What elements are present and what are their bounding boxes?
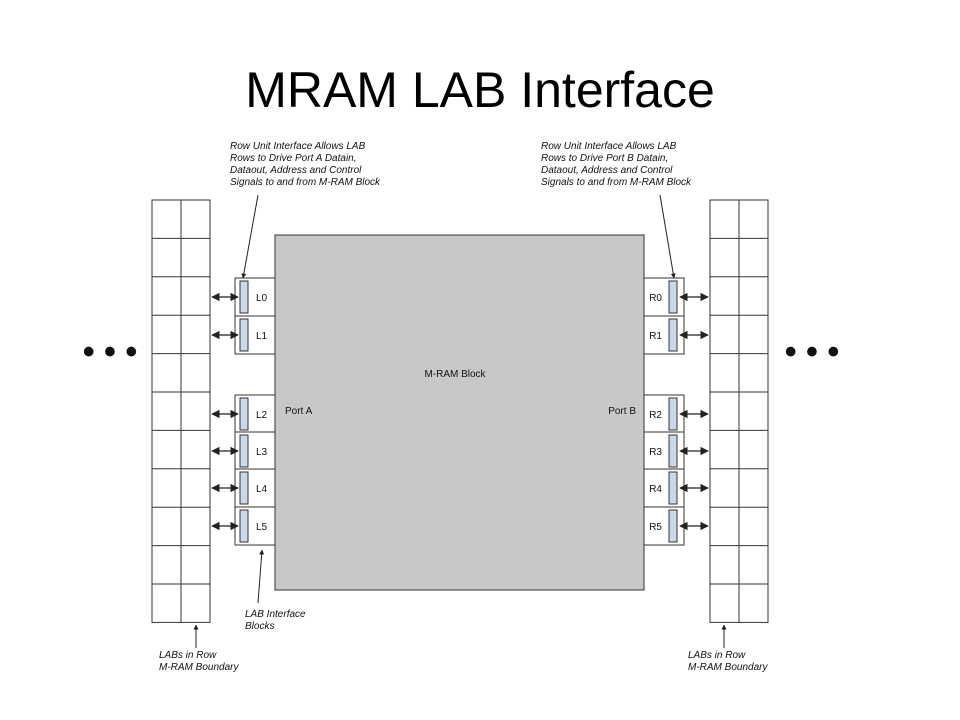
interface-connector — [239, 397, 249, 431]
interface-label-l5: L5 — [256, 522, 268, 533]
interface-label-l1: L1 — [256, 331, 268, 342]
interface-label-r5: R5 — [649, 522, 662, 533]
top-right-note-line: Row Unit Interface Allows LAB — [541, 141, 677, 152]
right-ellipsis: • • • — [785, 333, 840, 371]
top-right-pointer — [659, 194, 676, 279]
m-ram-block-label: M-RAM Block — [424, 369, 486, 380]
bottom-right-note: LABs in Row M-RAM Boundary — [688, 624, 768, 673]
top-left-note-line: Row Unit Interface Allows LAB — [230, 141, 366, 152]
bottom-right-note-line: M-RAM Boundary — [688, 662, 768, 673]
top-left-note-line: Rows to Drive Port A Datain, — [230, 153, 357, 164]
top-right-note-line: Rows to Drive Port B Datain, — [541, 153, 668, 164]
interface-label-r1: R1 — [649, 331, 662, 342]
top-right-note: Row Unit Interface Allows LAB Rows to Dr… — [541, 141, 692, 279]
bottom-right-note-line: LABs in Row — [688, 650, 746, 661]
interface-label-r0: R0 — [649, 293, 662, 304]
interface-connector — [668, 280, 678, 314]
interface-connector — [668, 471, 678, 505]
right-lab-column — [709, 199, 769, 623]
svg-text:LABs in Row M-RAM Bounda: LABs in Row M-RAM Boundary — [688, 650, 768, 673]
bottom-left-note-line: LABs in Row — [159, 650, 217, 661]
interface-blocks-note-line: Blocks — [245, 621, 274, 632]
top-left-note-line: Signals to and from M-RAM Block — [230, 177, 381, 188]
port-a-label: Port A — [285, 406, 313, 417]
svg-text:Row Unit Interface Allows LAB: Row Unit Interface Allows LAB Rows to Dr… — [541, 141, 692, 188]
interface-connector — [668, 434, 678, 468]
left-lab-column — [151, 199, 211, 623]
interface-connector — [239, 280, 249, 314]
interface-connector — [668, 397, 678, 431]
interface-label-l0: L0 — [256, 293, 268, 304]
port-b-label: Port B — [608, 406, 636, 417]
bottom-left-note: LABs in Row M-RAM Boundary — [159, 624, 239, 673]
interface-blocks-note-line: LAB Interface — [245, 609, 306, 620]
interface-connector — [668, 318, 678, 352]
bottom-left-note-line: M-RAM Boundary — [159, 662, 239, 673]
top-left-note-line: Dataout, Address and Control — [230, 165, 362, 176]
interface-label-l3: L3 — [256, 447, 268, 458]
top-left-pointer — [241, 194, 259, 279]
svg-text:Row Unit Interface Allows LAB: Row Unit Interface Allows LAB Rows to Dr… — [230, 141, 381, 188]
interface-connector — [668, 509, 678, 543]
interface-connector — [239, 471, 249, 505]
m-ram-block — [274, 234, 645, 591]
interface-label-l2: L2 — [256, 410, 268, 421]
lab-interface-blocks-note: LAB Interface Blocks — [245, 549, 308, 632]
interface-connector — [239, 434, 249, 468]
interface-blocks-pointer — [257, 549, 265, 604]
interface-label-r4: R4 — [649, 484, 662, 495]
interface-label-l4: L4 — [256, 484, 268, 495]
interface-label-r3: R3 — [649, 447, 662, 458]
interface-connector — [239, 509, 249, 543]
interface-connector — [239, 318, 249, 352]
top-right-note-line: Dataout, Address and Control — [541, 165, 673, 176]
top-right-note-line: Signals to and from M-RAM Block — [541, 177, 692, 188]
svg-text:LAB Interface Blocks: LAB Interface Blocks — [245, 609, 308, 632]
slide-title: MRAM LAB Interface — [245, 62, 715, 118]
left-ellipsis: • • • — [83, 333, 138, 371]
interface-label-r2: R2 — [649, 410, 662, 421]
top-left-note: Row Unit Interface Allows LAB Rows to Dr… — [230, 141, 381, 279]
svg-text:LABs in Row M-RAM Bounda: LABs in Row M-RAM Boundary — [159, 650, 239, 673]
